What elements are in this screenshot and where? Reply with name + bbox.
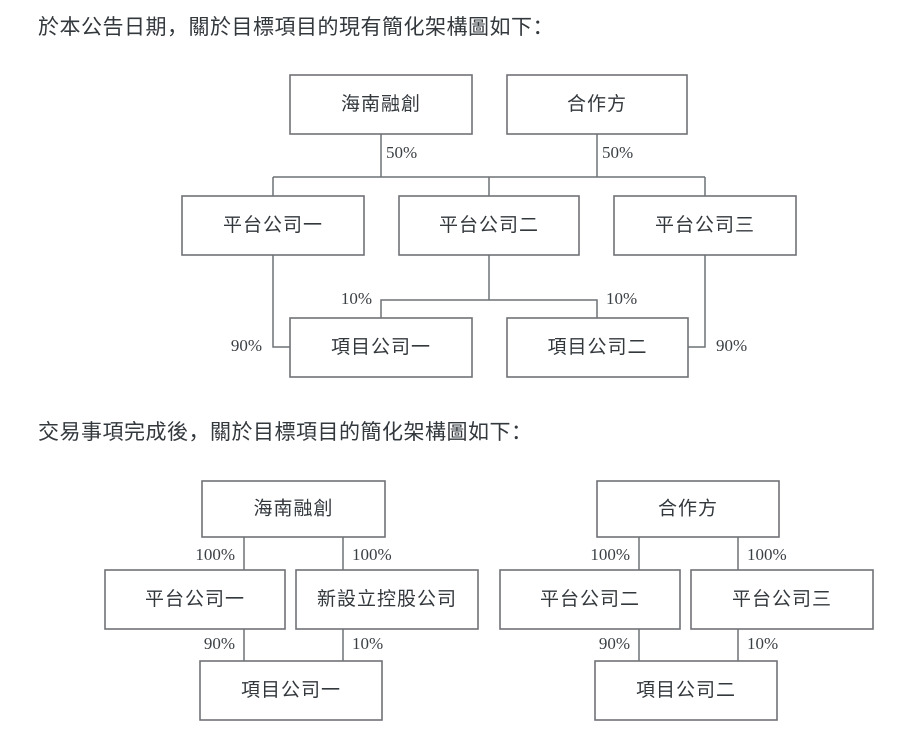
node-label-hainan-sunac-2: 海南融創 — [253, 497, 333, 519]
node-partner-2: 合作方 — [596, 480, 780, 538]
node-box-hainan-sunac — [289, 74, 473, 135]
node-newco-holding: 新設立控股公司 — [295, 569, 479, 630]
node-box-partner-2 — [596, 480, 780, 538]
node-project-1: 項目公司一 — [289, 317, 473, 378]
node-box-project-1b — [199, 660, 383, 721]
node-project-2: 項目公司二 — [506, 317, 689, 378]
node-platform-3b: 平台公司三 — [690, 569, 874, 630]
node-box-platform-1b — [104, 569, 286, 630]
node-platform-1b: 平台公司一 — [104, 569, 286, 630]
percent-label-sunac2-to-newco: 100% — [352, 545, 392, 564]
percent-label-partner-to-bus: 50% — [602, 143, 633, 162]
node-label-hainan-sunac: 海南融創 — [341, 93, 421, 115]
section-heading-existing-structure: 於本公告日期，關於目標項目的現有簡化架構圖如下： — [38, 15, 554, 39]
connector-platform1-to-project1 — [272, 255, 290, 348]
node-label-platform-3: 平台公司三 — [655, 214, 755, 236]
node-box-newco-holding — [295, 569, 479, 630]
node-label-project-2b: 項目公司二 — [636, 680, 736, 701]
node-platform-2b: 平台公司二 — [499, 569, 681, 630]
percent-label-platform3-to-project2: 90% — [716, 336, 747, 355]
node-platform-1: 平台公司一 — [181, 195, 365, 256]
connector-platform2-to-project2 — [489, 299, 598, 318]
percent-label-partner2-to-platform2b: 100% — [590, 545, 630, 564]
percent-label-sunac2-to-platform1b: 100% — [195, 545, 235, 564]
node-label-newco-holding: 新設立控股公司 — [317, 588, 457, 610]
node-partner: 合作方 — [506, 74, 688, 135]
node-label-platform-2: 平台公司二 — [439, 214, 539, 236]
node-platform-3: 平台公司三 — [613, 195, 797, 256]
node-box-platform-3 — [613, 195, 797, 256]
percent-label-partner2-to-platform3b: 100% — [747, 545, 787, 564]
node-label-platform-1: 平台公司一 — [223, 214, 323, 236]
node-hainan-sunac: 海南融創 — [289, 74, 473, 135]
percent-label-sunac-to-bus: 50% — [386, 143, 417, 162]
node-box-platform-3b — [690, 569, 874, 630]
connector-platform-bus — [272, 176, 706, 196]
node-platform-2: 平台公司二 — [398, 195, 580, 256]
connector-layer: 100% 100% 90% 10% 100% 100% 90% 10% — [195, 537, 787, 661]
connector-layer: 50% 50% 90% 90% 10% 10% — [231, 134, 747, 355]
node-box-project-2b — [594, 660, 778, 721]
node-box-platform-2 — [398, 195, 580, 256]
section-heading-post-transaction-structure: 交易事項完成後，關於目標項目的簡化架構圖如下： — [38, 420, 533, 444]
node-label-partner: 合作方 — [567, 93, 627, 115]
node-box-partner — [506, 74, 688, 135]
node-hainan-sunac-2: 海南融創 — [201, 480, 386, 538]
node-label-project-1: 項目公司一 — [331, 337, 431, 358]
node-label-platform-2b: 平台公司二 — [540, 588, 640, 610]
node-box-project-1 — [289, 317, 473, 378]
percent-label-platform3b-to-project2b: 10% — [747, 634, 778, 653]
node-project-1b: 項目公司一 — [199, 660, 383, 721]
percent-label-newco-to-project1b: 10% — [352, 634, 383, 653]
node-label-platform-1b: 平台公司一 — [145, 588, 245, 610]
node-box-platform-1 — [181, 195, 365, 256]
node-label-project-2: 項目公司二 — [547, 337, 647, 358]
percent-label-platform1b-to-project1b: 90% — [204, 634, 235, 653]
node-label-platform-3b: 平台公司三 — [732, 588, 832, 610]
node-box-hainan-sunac-2 — [201, 480, 386, 538]
percent-label-platform2-to-project1: 10% — [341, 289, 372, 308]
percent-label-platform1-to-project1: 90% — [231, 336, 262, 355]
percent-label-platform2-to-project2: 10% — [606, 289, 637, 308]
percent-label-platform2b-to-project2b: 90% — [599, 634, 630, 653]
node-label-partner-2: 合作方 — [658, 497, 718, 519]
node-project-2b: 項目公司二 — [594, 660, 778, 721]
connector-platform2-to-project1 — [380, 299, 489, 318]
node-label-project-1b: 項目公司一 — [241, 680, 341, 701]
node-box-platform-2b — [499, 569, 681, 630]
node-box-project-2 — [506, 317, 689, 378]
connector-platform3-to-project2 — [688, 255, 706, 348]
